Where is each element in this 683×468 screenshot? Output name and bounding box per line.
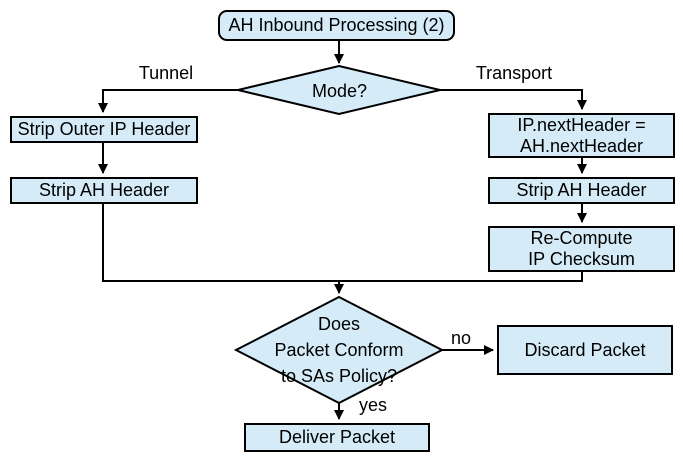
node-discard-packet: Discard Packet: [497, 325, 673, 375]
node-ip-next-header: IP.nextHeader = AH.nextHeader: [488, 113, 675, 158]
edge-mode-tunnel-branch: [98, 89, 238, 113]
node-strip-outer-ip-header: Strip Outer IP Header: [10, 116, 198, 143]
edge-label-tunnel: Tunnel: [138, 63, 194, 83]
mode-decision-shape: [237, 64, 441, 116]
edge-label-no: no: [450, 328, 472, 348]
node-strip-ah-header-transport: Strip AH Header: [488, 177, 675, 204]
edge-merge-line: [102, 204, 583, 282]
edge-label-transport: Transport: [475, 63, 553, 83]
node-strip-ah-header-tunnel: Strip AH Header: [10, 177, 198, 204]
edge-mode-transport-branch: [440, 89, 587, 110]
policy-decision-shape: [233, 295, 445, 405]
node-start: AH Inbound Processing (2): [218, 10, 455, 41]
node-deliver-packet: Deliver Packet: [244, 423, 430, 452]
edge-label-yes: yes: [358, 395, 387, 415]
node-recompute-ip-checksum: Re-Compute IP Checksum: [488, 226, 675, 272]
